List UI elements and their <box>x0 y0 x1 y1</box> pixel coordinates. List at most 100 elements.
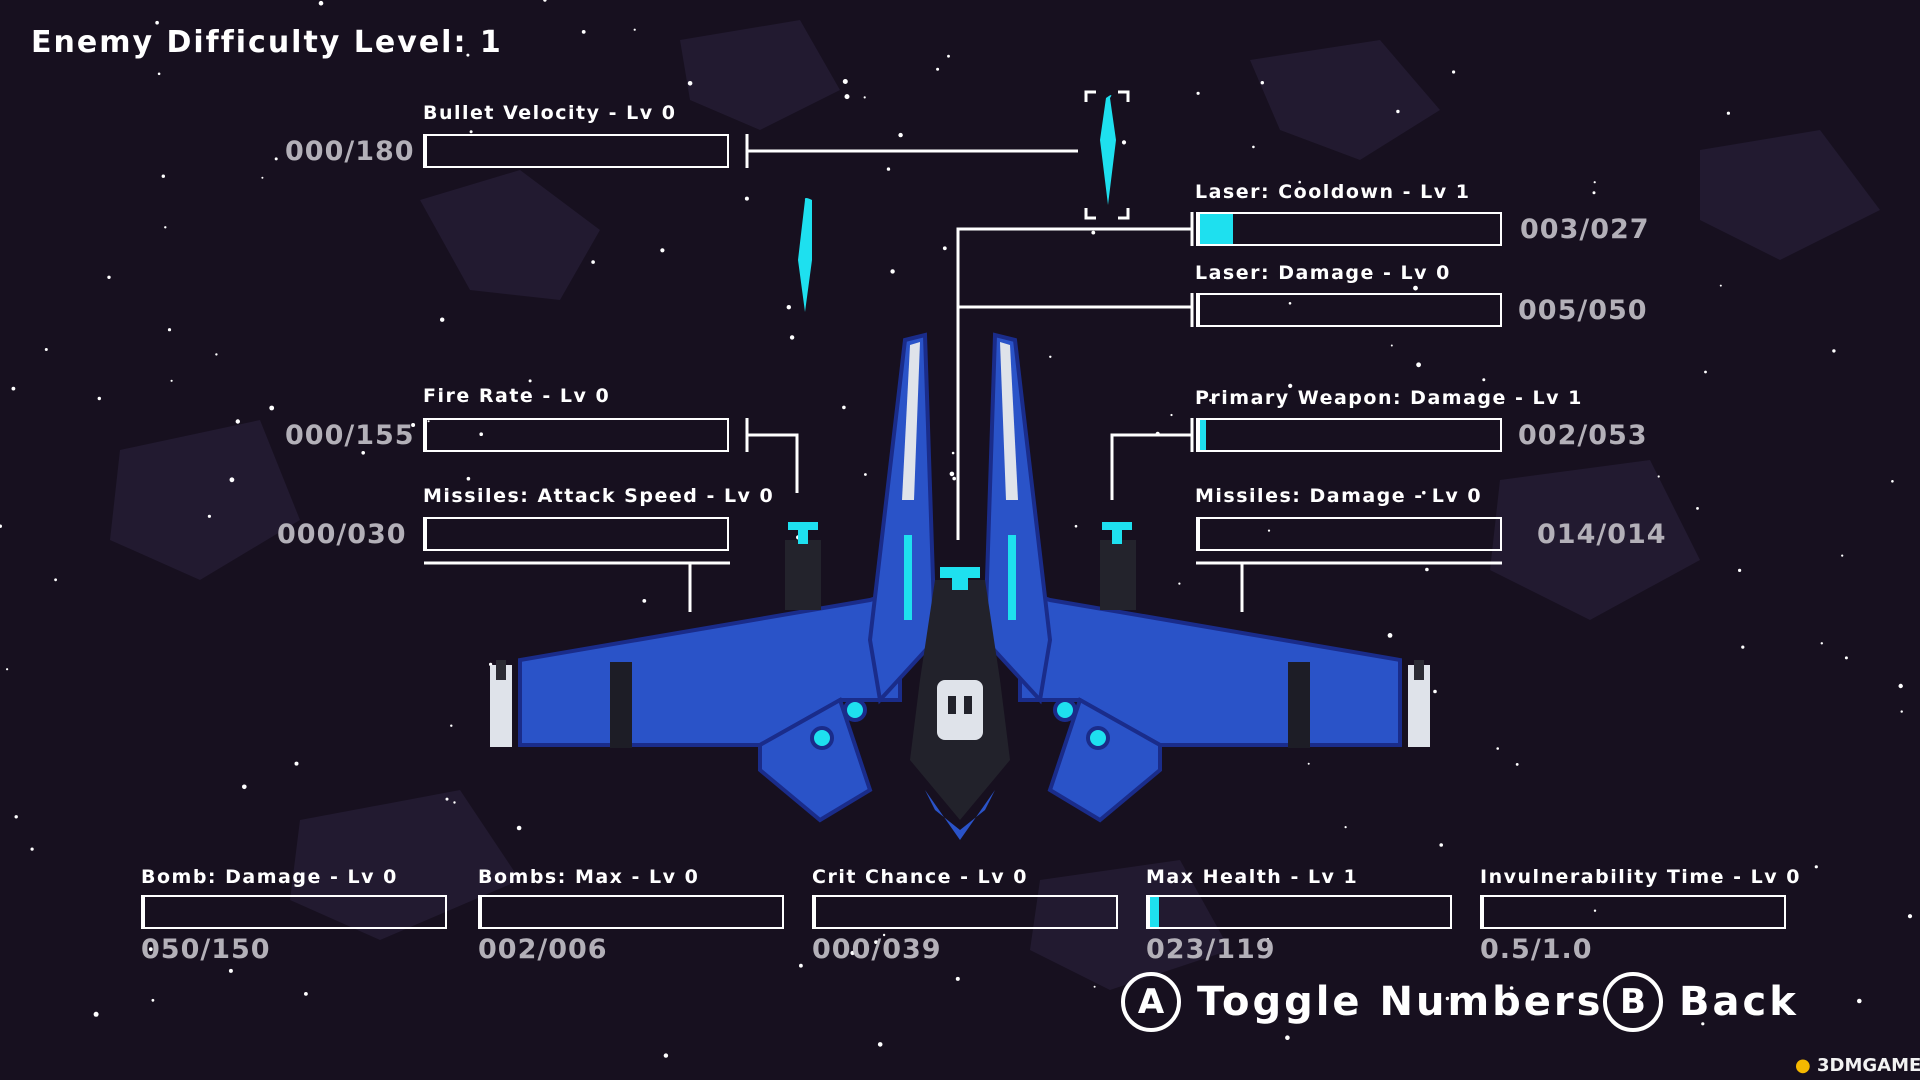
star <box>850 950 855 956</box>
star <box>1288 302 1292 305</box>
stat-value-bomb-damage: 050/150 <box>141 934 271 965</box>
back-button[interactable]: B Back <box>1603 972 1799 1032</box>
star <box>1298 180 1301 184</box>
b-button-icon: B <box>1603 972 1663 1032</box>
star <box>1416 362 1421 368</box>
stat-value-invulnerability-time: 0.5/1.0 <box>1480 934 1593 965</box>
stat-bar-missiles-attack-speed <box>423 517 729 551</box>
star <box>1696 507 1699 510</box>
star <box>1252 145 1255 149</box>
stat-bar-crit-chance <box>812 895 1118 929</box>
stat-label-missiles-damage: Missiles: Damage - Lv 0 <box>1195 485 1483 507</box>
star <box>1422 490 1426 495</box>
stat-value-laser-damage: 005/050 <box>1518 295 1648 326</box>
star <box>633 28 636 31</box>
stat-label-bomb-damage: Bomb: Damage - Lv 0 <box>141 866 398 888</box>
toggle-numbers-label: Toggle Numbers <box>1197 979 1604 1025</box>
star <box>1266 937 1270 941</box>
star <box>155 20 159 25</box>
star <box>789 335 795 340</box>
star <box>1390 344 1393 347</box>
stat-value-crit-chance: 000/039 <box>812 934 942 965</box>
stat-value-max-health: 023/119 <box>1146 934 1276 965</box>
stat-bar-fill <box>1200 214 1233 244</box>
star <box>450 724 453 727</box>
star <box>229 477 235 483</box>
star <box>361 451 366 455</box>
star <box>947 54 950 58</box>
stat-bar-bomb-damage <box>141 895 447 929</box>
star <box>11 386 16 391</box>
star <box>687 81 693 86</box>
star <box>864 473 867 476</box>
star <box>1496 747 1499 750</box>
toggle-numbers-button[interactable]: A Toggle Numbers <box>1121 972 1603 1032</box>
star <box>936 67 940 71</box>
star <box>14 815 18 819</box>
star <box>269 405 275 411</box>
star <box>93 1011 99 1017</box>
stat-bar-bombs-max <box>478 895 784 929</box>
star <box>886 167 891 171</box>
target-bracket-icon <box>1084 90 1130 220</box>
stat-label-laser-damage: Laser: Damage - Lv 0 <box>1195 262 1451 284</box>
stat-bar-fill <box>1150 897 1159 927</box>
cockpit <box>937 680 983 740</box>
star <box>107 275 111 279</box>
stat-label-fire-rate: Fire Rate - Lv 0 <box>423 385 611 407</box>
a-button-icon: A <box>1121 972 1181 1032</box>
star <box>242 784 247 790</box>
stat-label-missiles-attack-speed: Missiles: Attack Speed - Lv 0 <box>423 485 775 507</box>
star <box>0 524 2 528</box>
star <box>1891 480 1894 483</box>
star <box>1121 140 1127 145</box>
star <box>642 599 647 603</box>
star <box>842 79 848 84</box>
stat-bar-laser-cooldown <box>1196 212 1502 246</box>
star <box>863 96 866 99</box>
star <box>1093 985 1096 988</box>
star <box>215 353 218 356</box>
star <box>1425 567 1429 572</box>
star <box>951 451 955 455</box>
stat-value-missiles-attack-speed: 000/030 <box>277 519 407 550</box>
star <box>1452 70 1456 74</box>
star <box>1209 398 1212 402</box>
watermark-text: 3DMGAME <box>1817 1055 1920 1076</box>
star <box>6 668 9 671</box>
star <box>1900 710 1903 713</box>
star <box>1907 914 1913 919</box>
star <box>151 998 155 1002</box>
stat-bar-bullet-velocity <box>423 134 729 168</box>
star <box>235 419 240 424</box>
star <box>445 797 449 801</box>
star <box>294 761 299 766</box>
star <box>877 1042 883 1047</box>
star <box>44 348 48 351</box>
star <box>882 933 886 937</box>
star <box>660 248 665 253</box>
star <box>1482 378 1486 382</box>
back-label: Back <box>1679 979 1799 1025</box>
star <box>842 405 846 410</box>
star <box>1344 826 1347 829</box>
star <box>148 947 153 952</box>
laser-projectile <box>1100 95 1116 205</box>
star <box>207 514 211 518</box>
stat-value-bullet-velocity: 000/180 <box>285 136 415 167</box>
star <box>157 72 161 76</box>
watermark-logo-icon: ● <box>1795 1055 1811 1076</box>
star <box>543 0 547 2</box>
star <box>1719 284 1722 287</box>
stat-label-max-health: Max Health - Lv 1 <box>1146 866 1359 888</box>
star <box>304 992 308 996</box>
stat-value-bombs-max: 002/006 <box>478 934 608 965</box>
star <box>164 226 167 229</box>
star <box>1285 1035 1290 1040</box>
enemy-difficulty-title: Enemy Difficulty Level: 1 <box>31 25 503 60</box>
star <box>274 157 278 161</box>
star <box>1515 763 1519 766</box>
star <box>1387 633 1393 638</box>
star <box>167 328 172 332</box>
star <box>1841 554 1844 557</box>
